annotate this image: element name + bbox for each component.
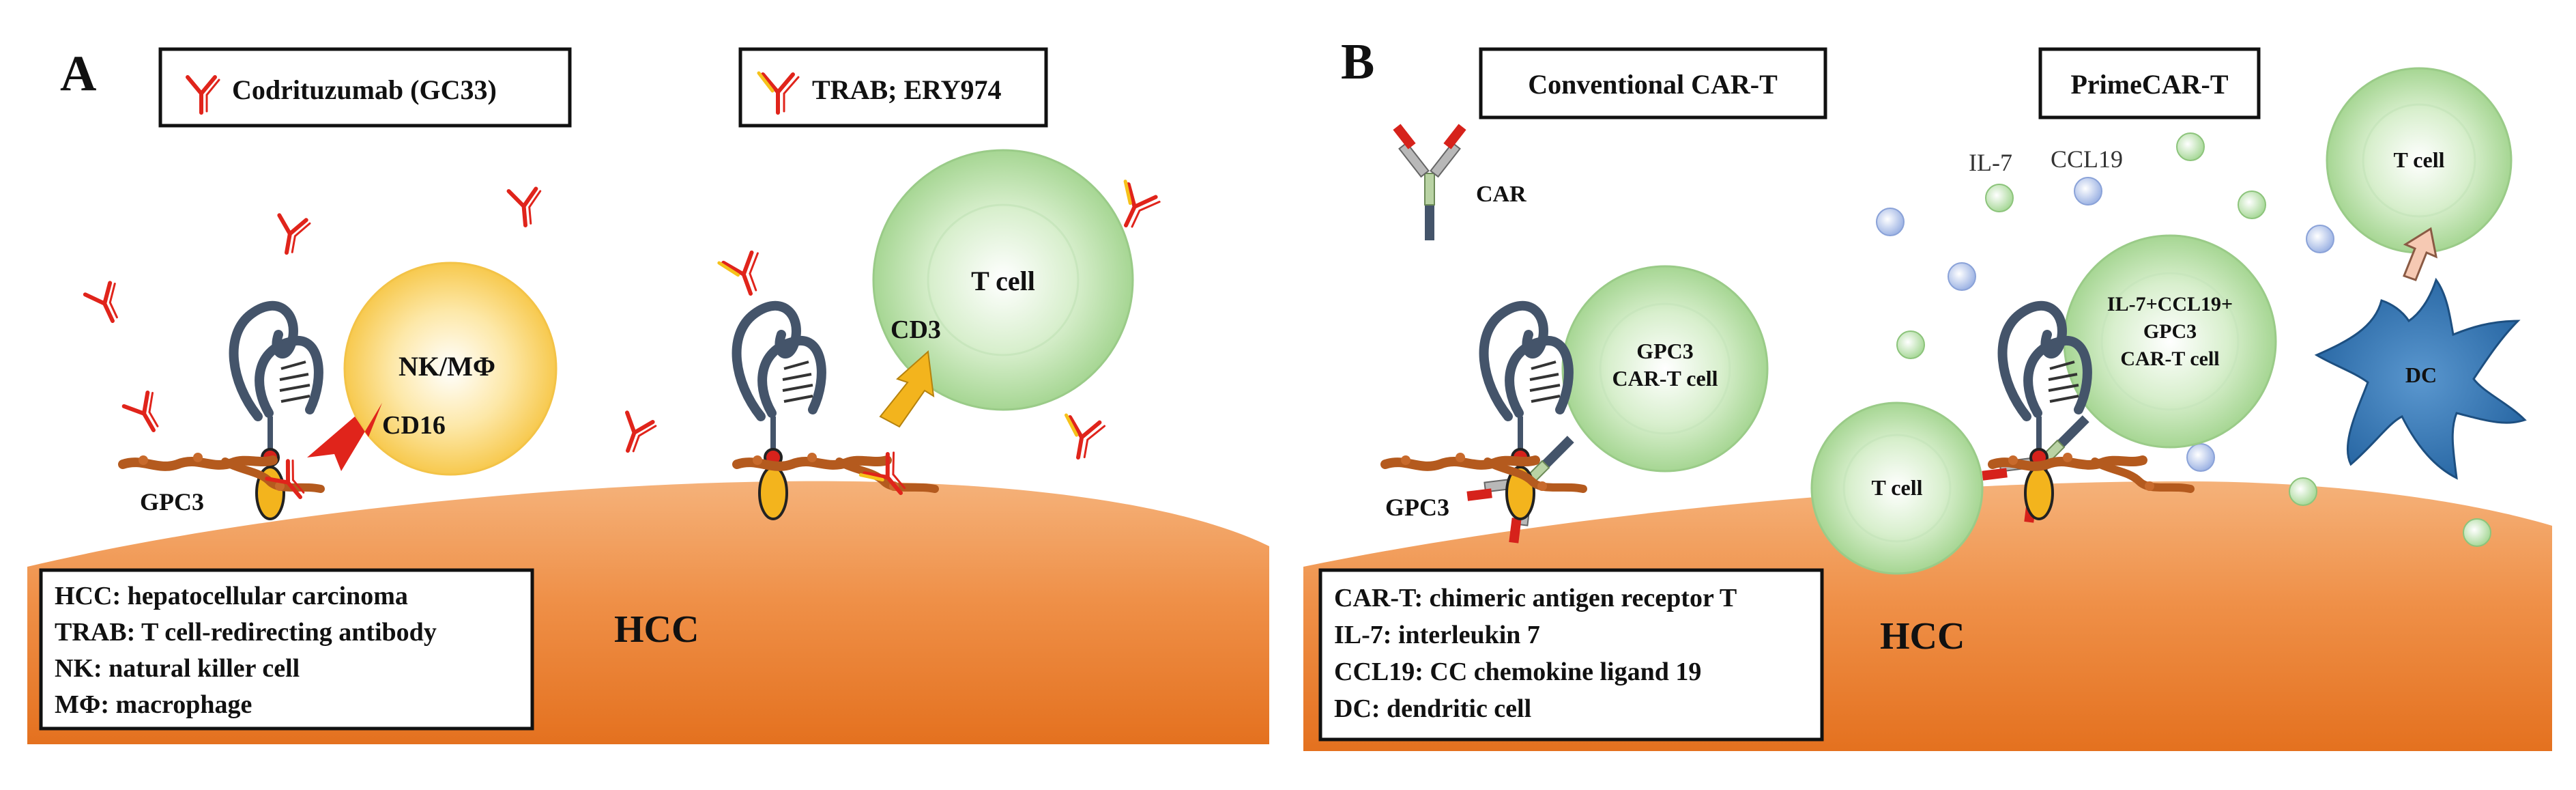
gpc3-label-b: GPC3 [1385, 494, 1449, 521]
abbreviation-box-a [39, 568, 534, 731]
il7-bubble-icon [1985, 184, 2014, 212]
nk-macrophage-cell: NK/MΦ [343, 262, 558, 476]
abbrev-a-item: HCC: hepatocellular carcinoma [55, 582, 408, 610]
t-cell-bystander-label: T cell [1872, 475, 1923, 500]
ccl19-bubble-icon [2306, 225, 2334, 253]
legend-trab-label: TRAB; ERY974 [812, 74, 1002, 105]
free-antibody-icon [273, 215, 310, 255]
gpc3-label-a: GPC3 [140, 488, 204, 516]
abbrev-b-item: DC: dendritic cell [1334, 694, 1531, 723]
free-antibody-icon [85, 281, 129, 327]
car-label: CAR [1476, 182, 1526, 207]
t-cell-a-label: T cell [971, 266, 1035, 296]
il7-bubble-icon [2463, 518, 2491, 547]
dendritic-cell: DC [2314, 277, 2527, 480]
free-antibody-icon [509, 188, 543, 227]
free-antibody-icon [124, 391, 169, 437]
conventional-car-t-cell: GPC3 CAR-T cell [1561, 265, 1769, 472]
primecar-t-cell: IL-7+CCL19+ GPC3 CAR-T cell [2063, 234, 2277, 449]
t-cell-bystander: T cell [1810, 401, 1984, 575]
nk-cell-label: NK/MΦ [399, 351, 495, 382]
ccl19-bubble-icon [2186, 443, 2215, 472]
abbrev-a-item: NK: natural killer cell [55, 654, 300, 683]
cd16-arrow-icon [307, 403, 382, 471]
panel-a: A Codrituzumab (GC33) TRAB; ERY974 NK/MΦ… [27, 46, 1269, 744]
primecar-cell-label-line2: GPC3 [2143, 320, 2197, 343]
abbrev-a-item: TRAB: T cell-redirecting antibody [55, 618, 437, 647]
abbrev-b-item: IL-7: interleukin 7 [1334, 621, 1540, 649]
primecar-cell-label-line1: IL-7+CCL19+ [2107, 293, 2233, 315]
title-box-conventional [1479, 47, 1827, 119]
title-box-primecar [2038, 47, 2261, 119]
cd16-label: CD16 [382, 411, 446, 440]
abbrev-a-item: MΦ: macrophage [55, 690, 252, 719]
car-t-cell-label-line2: CAR-T cell [1612, 366, 1718, 391]
ccl19-bubble-icon [2074, 177, 2102, 206]
abbreviation-box-b [1318, 568, 1824, 742]
cd3-label: CD3 [891, 315, 941, 344]
free-bispecific-antibody-icon [1059, 415, 1105, 461]
il7-bubble-icon [2289, 477, 2317, 506]
il7-bubble-icon [2176, 132, 2205, 161]
title-primecar-t: PrimeCAR-T [2070, 69, 2228, 100]
ccl19-label: CCL19 [2051, 145, 2123, 173]
legend-codrituzumab-label: Codrituzumab (GC33) [232, 74, 497, 105]
car-legend-icon [1392, 123, 1467, 241]
abbrev-b-item: CCL19: CC chemokine ligand 19 [1334, 658, 1701, 686]
dc-label: DC [2405, 363, 2437, 387]
hcc-label-b: HCC [1880, 615, 1965, 658]
t-cell-a: T cell [872, 149, 1134, 411]
free-antibody-icon [615, 412, 656, 457]
il7-bubble-icon [2238, 191, 2266, 219]
hcc-label-a: HCC [614, 608, 699, 651]
car-t-cell-label-line1: GPC3 [1636, 339, 1694, 363]
primecar-cell-label-line3: CAR-T cell [2120, 348, 2219, 370]
il7-label: IL-7 [1969, 149, 2012, 176]
il7-bubble-icon [1896, 330, 1925, 359]
activation-arrow-icon [2403, 227, 2438, 281]
panel-b: B Conventional CAR-T PrimeCAR-T CAR IL-7… [1303, 34, 2552, 751]
free-bispecific-antibody-icon [719, 249, 770, 300]
panel-b-letter: B [1341, 34, 1374, 90]
t-cell-top: T cell [2326, 67, 2513, 254]
cd3-arrow-icon [879, 350, 935, 428]
legend-box-codrituzumab [158, 47, 572, 128]
legend-box-trab [738, 47, 1048, 128]
panel-a-letter: A [60, 46, 96, 102]
t-cell-top-label: T cell [2394, 147, 2445, 172]
ccl19-bubble-icon [1876, 208, 1905, 236]
title-conventional-car-t: Conventional CAR-T [1528, 69, 1778, 100]
ccl19-bubble-icon [1948, 262, 1976, 291]
abbrev-b-item: CAR-T: chimeric antigen receptor T [1334, 584, 1737, 612]
